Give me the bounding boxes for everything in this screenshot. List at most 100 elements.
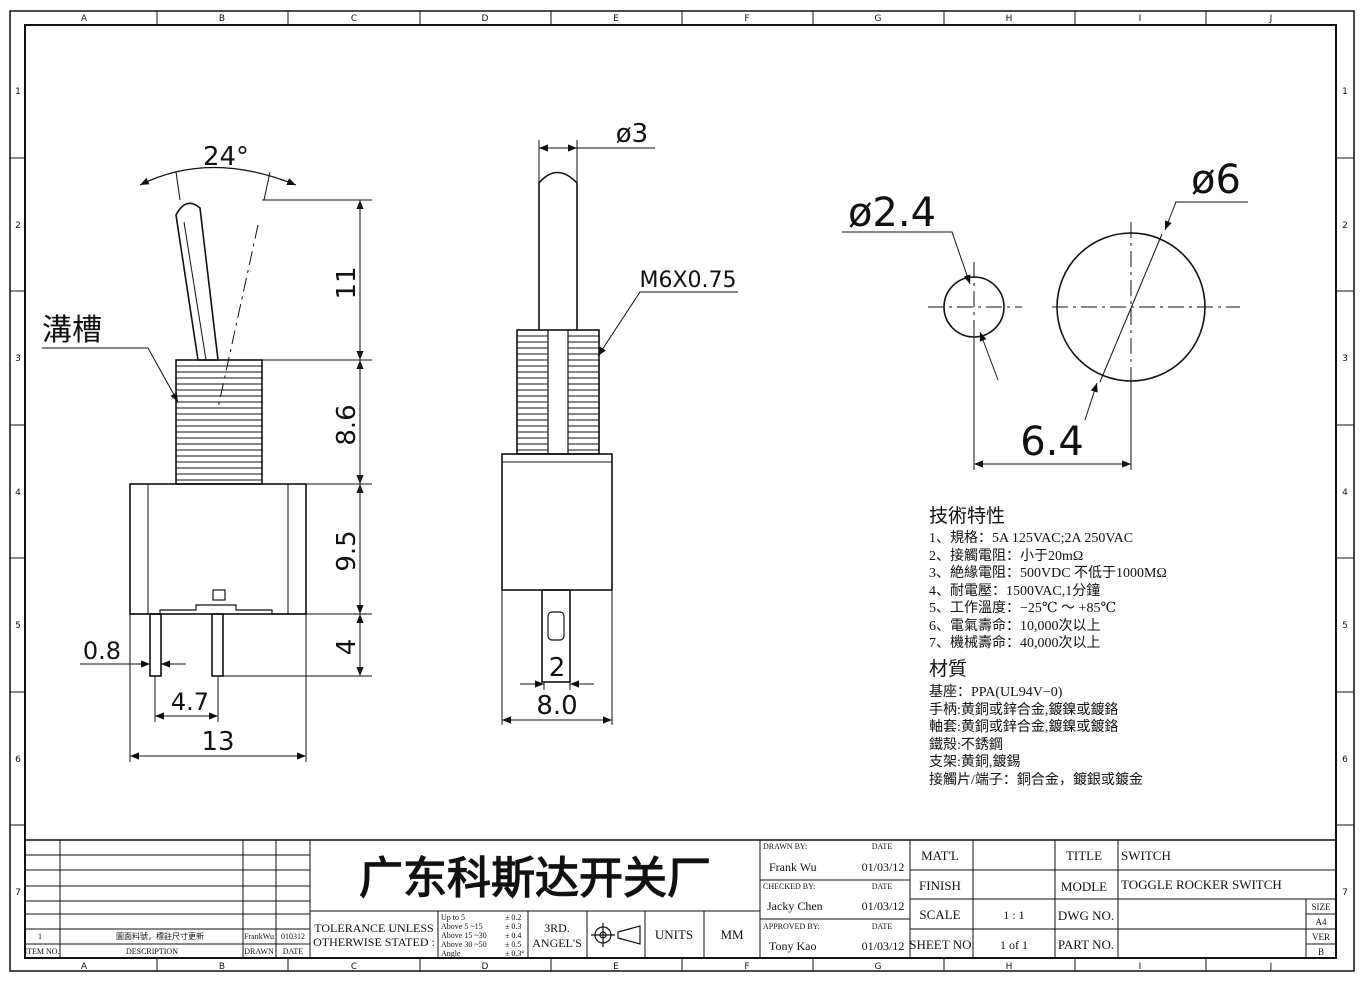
side-body [129,483,307,615]
company-name: 广东科斯达开关厂 [359,853,711,904]
dim-body: 9.5 [332,530,362,571]
size-value: A4 [1316,917,1327,927]
dim-lever: 11 [332,266,362,299]
dim-pin-thick: 0.8 [83,637,121,665]
side-terminal-left [149,613,162,677]
col-label-bottom: J [1269,962,1273,972]
col-label-bottom: F [744,962,749,972]
lever-dia-label: ø3 [616,119,648,149]
ver-label: VER [1312,932,1330,942]
front-terminal [541,589,571,683]
material-line: 接觸片/端子：銅合金，鍍銀或鍍金 [929,771,1143,788]
row-label-left: 5 [15,621,21,631]
material-line: 手柄:黄銅或鋅合金,鍍鎳或鍍鉻 [929,701,1118,718]
title-value: SWITCH [1121,848,1171,863]
row-label-right: 2 [1342,221,1348,231]
sheet-label: SHEET NO. [909,937,974,952]
drawn-by-label: DRAWN BY: [763,842,807,851]
groove-label: 溝槽 [42,314,102,347]
row-label-left: 3 [15,354,21,364]
angle-arc [139,167,297,186]
checked-date-label: DATE [872,882,893,891]
tech-spec-line: 6、電氣壽命：10,000次以上 [929,617,1101,634]
zone-ticks [10,11,1354,971]
drawn-by-name: Frank Wu [769,860,817,874]
col-label-top: A [81,14,88,24]
col-label-top: F [744,14,749,24]
side-view-labels: 24° 溝槽 11 8.6 9.5 4 0.8 4.7 13 [42,142,362,757]
col-label-bottom: H [1006,962,1013,972]
approved-date: 01/03/12 [862,939,905,953]
material-line: 軸套:黄銅或鋅合金,鍍鎳或鍍鉻 [929,718,1118,735]
tech-title: 技術特性 [929,505,1005,527]
front-bushing [516,329,600,455]
row-label-right: 3 [1342,354,1348,364]
col-label-top: C [351,14,357,24]
tech-spec-line: 5、工作溫度：−25℃ ～ +85℃ [929,600,1116,616]
col-label-bottom: D [482,962,489,972]
tolerance-value: ± 0.5 [505,940,521,949]
front-thread-lines [517,335,599,451]
col-label-bottom: E [613,962,619,972]
dwg-label: DWG NO. [1058,908,1114,923]
rev-description: 圖面料號，標註尺寸更新 [116,931,204,941]
side-base-slot [212,589,226,601]
col-label-top: H [1006,14,1013,24]
front-body [501,453,613,591]
units-value: MM [720,927,744,942]
row-label-right: 4 [1342,488,1348,498]
tech-spec-line: 4、耐電壓：1500VAC,1分鐘 [929,582,1100,599]
tech-spec-line: 2、接觸電阻：小于20mΩ [929,547,1083,564]
side-lever-ghost [217,224,259,409]
side-bushing [175,359,263,485]
drawn-date: 01/03/12 [862,860,905,874]
title-block [25,839,1336,958]
units-label: UNITS [655,927,693,942]
rev-header-item: ITEM NO. [24,947,59,956]
side-view [42,167,372,762]
row-label-right: 7 [1342,888,1348,898]
material-line: 基座：PPA(UL94V−0) [929,683,1063,700]
materials-title: 材質 [929,658,967,680]
row-label-right: 5 [1342,621,1348,631]
projection-symbol [591,923,641,947]
checked-date: 01/03/12 [862,899,905,913]
title-block-text: 1 圖面料號，標註尺寸更新 FrankWu 010312 ITEM NO. DE… [24,842,1331,958]
col-label-bottom: I [1139,962,1142,972]
sheet-value: 1 of 1 [1000,938,1028,952]
drawn-date-label: DATE [872,842,893,851]
col-label-bottom: C [351,962,357,972]
tolerance-value: ± 0.4 [505,931,521,940]
tolerance-value: ± 0.3° [505,949,525,958]
panel-view-labels: ø2.4 ø6 6.4 [848,157,1241,465]
material-line: 支架:黄銅,鍍錫 [929,753,1020,770]
front-view-labels: ø3 M6X0.75 2 8.0 [536,119,736,721]
tolerance-label: TOLERANCE UNLESS [314,921,433,935]
model-label: MODLE [1061,879,1107,894]
side-base [130,604,306,615]
zone-labels: A B C D E F G H I J A B C D E F G H I J … [15,14,1348,972]
col-label-bottom: G [875,962,882,972]
projection-line2: ANGEL'S [532,936,582,950]
col-label-top: B [219,14,225,24]
front-view [501,140,738,725]
row-label-left: 1 [15,87,21,97]
large-hole-label: ø6 [1191,157,1241,203]
front-width-label: 8.0 [536,691,577,721]
row-label-left: 4 [15,488,21,498]
side-lever-inner [183,221,207,361]
material-line: 鐵殻:不銹鋼 [929,736,1003,753]
front-lever [538,171,578,330]
spacing-label: 6.4 [1020,419,1084,465]
approved-by-label: APPROVED BY: [763,922,820,931]
title-label: TITLE [1066,848,1102,863]
angle-label: 24° [203,142,249,172]
finish-label: FINISH [919,878,961,893]
col-label-top: E [613,14,619,24]
row-label-left: 6 [15,755,21,765]
front-terminal-slot [547,611,565,641]
dim-terminal: 4 [332,639,362,656]
dim-pin-pitch: 4.7 [171,688,209,716]
col-label-bottom: B [219,962,225,972]
